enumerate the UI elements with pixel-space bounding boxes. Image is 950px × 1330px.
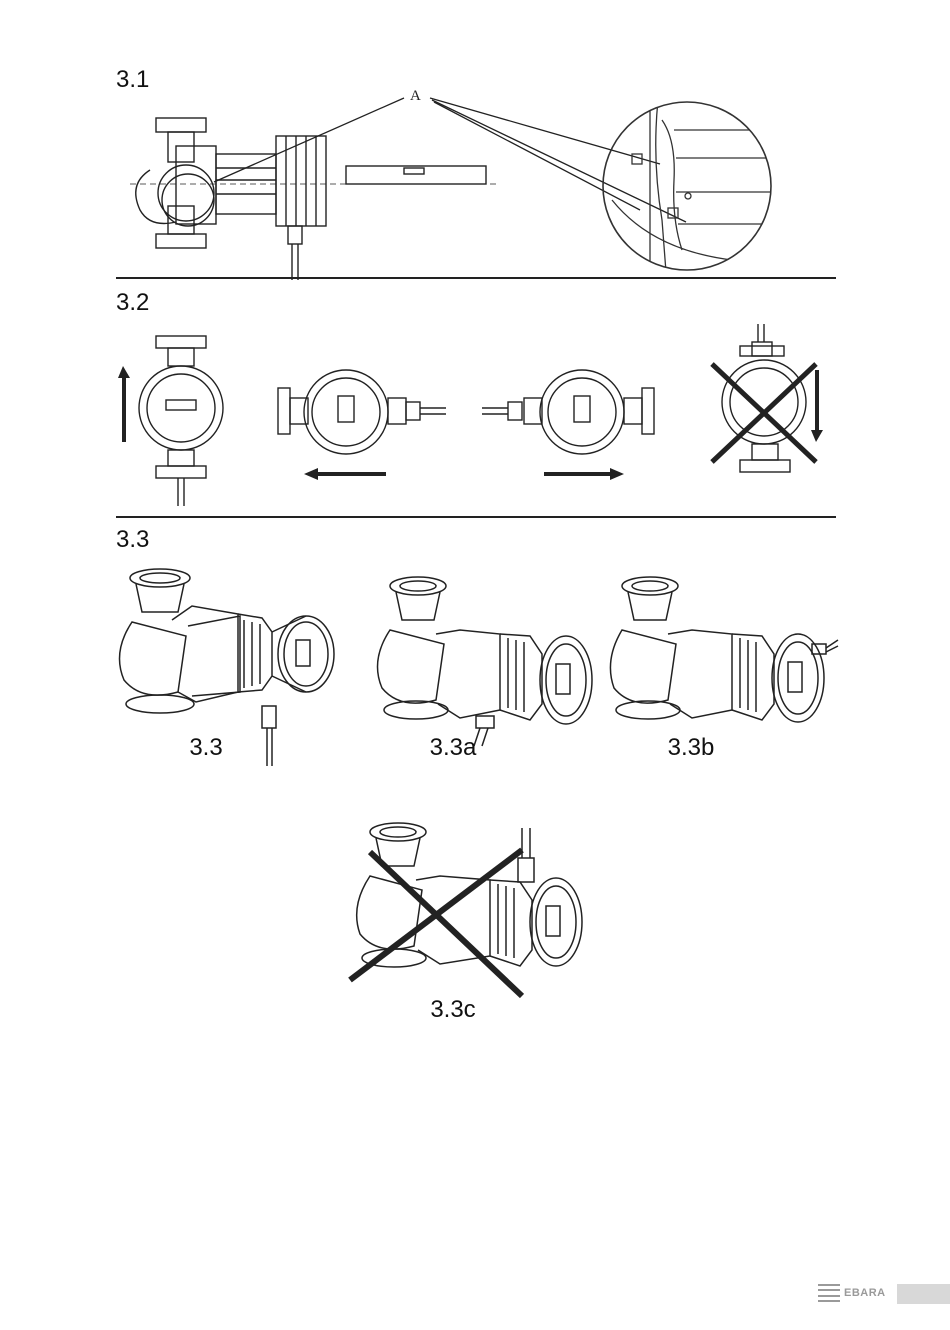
cross-out-icon: [350, 850, 522, 996]
callout-leader-lines: [0, 0, 950, 300]
figure-label-3-3: 3.3: [176, 734, 236, 762]
ebara-logo: EBARA: [818, 1282, 886, 1304]
figure-label-3-3a: 3.3a: [418, 734, 488, 762]
ebara-brand-text: EBARA: [844, 1287, 886, 1299]
ebara-logo-icon: [818, 1284, 840, 1302]
zoom-detail-drawing: [592, 100, 782, 272]
mounting-position-not-allowed: [704, 324, 844, 484]
page-number-tab: [897, 1284, 950, 1304]
section-divider-2: [116, 516, 836, 518]
pump-perspective-3-3a: [370, 574, 600, 754]
figure-label-3-3b: 3.3b: [656, 734, 726, 762]
mounting-position-horizontal-right: [478, 364, 658, 484]
cross-out-icon: [712, 364, 816, 462]
mounting-position-horizontal-left: [274, 364, 454, 484]
pump-perspective-3-3c-not-allowed: [340, 818, 590, 1002]
pump-perspective-3-3b: [604, 574, 840, 744]
section-label-3-3: 3.3: [116, 526, 149, 554]
mounting-position-vertical-up: [116, 330, 256, 510]
figure-label-3-3c: 3.3c: [418, 996, 488, 1024]
